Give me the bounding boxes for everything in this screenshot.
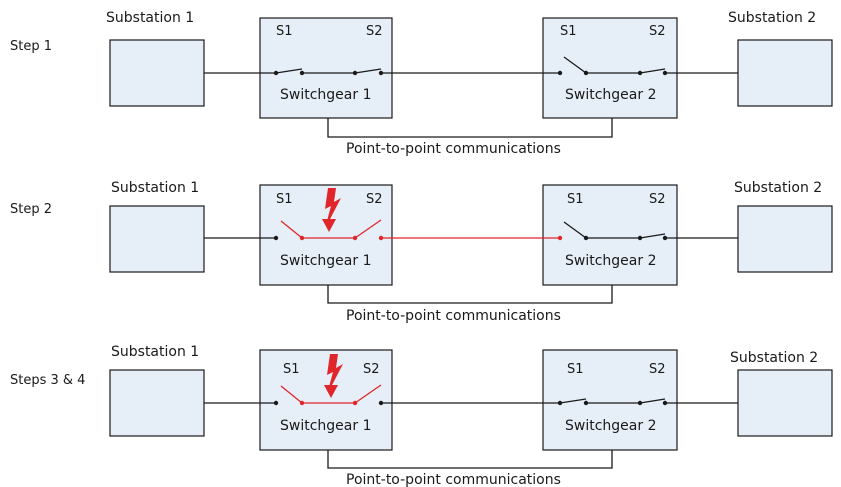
switch-s2-label: S2 bbox=[649, 24, 666, 39]
substation-1-label: Substation 1 bbox=[106, 10, 194, 26]
substation-2-label: Substation 2 bbox=[730, 350, 818, 366]
comm-link bbox=[327, 450, 613, 469]
substation-2-box bbox=[737, 369, 833, 437]
lightning-bolt-icon bbox=[322, 188, 341, 232]
comm-link bbox=[327, 118, 613, 138]
comm-label: Point-to-point communications bbox=[346, 308, 561, 324]
switchgear-1-box bbox=[259, 184, 393, 286]
switch-s1-label: S1 bbox=[567, 362, 584, 377]
step-1-row: Step 1 Substation 1 S1 S2 Switchgear 1 S… bbox=[10, 10, 833, 157]
switch-s2-label: S2 bbox=[363, 362, 380, 377]
substation-2-box bbox=[737, 205, 833, 273]
step-label: Step 2 bbox=[10, 202, 52, 217]
substation-1-box bbox=[109, 205, 205, 273]
comm-label: Point-to-point communications bbox=[346, 472, 561, 487]
step-label: Steps 3 & 4 bbox=[10, 373, 85, 388]
switch-s1-label: S1 bbox=[567, 192, 584, 207]
substation-2-box bbox=[737, 39, 833, 107]
switchgear-1-label: Switchgear 1 bbox=[280, 253, 371, 269]
switch-s1-label: S1 bbox=[283, 362, 300, 377]
switch-s2-label: S2 bbox=[649, 192, 666, 207]
feeder-line bbox=[204, 384, 738, 406]
substation-1-label: Substation 1 bbox=[111, 180, 199, 196]
switchgear-1-box bbox=[259, 17, 393, 119]
switch-s1-label: S1 bbox=[560, 24, 577, 39]
switch-s1-label: S1 bbox=[276, 192, 293, 207]
substation-2-label: Substation 2 bbox=[728, 10, 816, 26]
step-2-row: Step 2 Substation 1 S1 S2 Switchgear 1 S… bbox=[10, 180, 833, 324]
comm-link bbox=[327, 285, 613, 304]
feeder-line bbox=[204, 56, 738, 76]
substation-1-label: Substation 1 bbox=[111, 344, 199, 360]
step-label: Step 1 bbox=[10, 39, 52, 54]
substation-1-box bbox=[109, 39, 205, 107]
substation-2-label: Substation 2 bbox=[734, 180, 822, 196]
switchgear-2-box bbox=[542, 17, 678, 119]
substation-1-box bbox=[109, 369, 205, 437]
switch-s2-label: S2 bbox=[366, 24, 383, 39]
switch-s1-label: S1 bbox=[276, 24, 293, 39]
switch-s2-label: S2 bbox=[649, 362, 666, 377]
switchgear-2-label: Switchgear 2 bbox=[565, 87, 656, 103]
switchgear-1-label: Switchgear 1 bbox=[280, 418, 371, 434]
comm-label: Point-to-point communications bbox=[346, 141, 561, 157]
step-3-4-row: Steps 3 & 4 Substation 1 S1 S2 Switchgea… bbox=[10, 344, 833, 487]
lightning-bolt-icon bbox=[324, 354, 343, 398]
switchgear-2-label: Switchgear 2 bbox=[565, 418, 656, 434]
feeder-line bbox=[204, 219, 738, 241]
switchgear-1-box bbox=[259, 349, 393, 451]
switchgear-1-label: Switchgear 1 bbox=[280, 87, 371, 103]
switchgear-2-label: Switchgear 2 bbox=[565, 253, 656, 269]
switch-s2-label: S2 bbox=[366, 192, 383, 207]
